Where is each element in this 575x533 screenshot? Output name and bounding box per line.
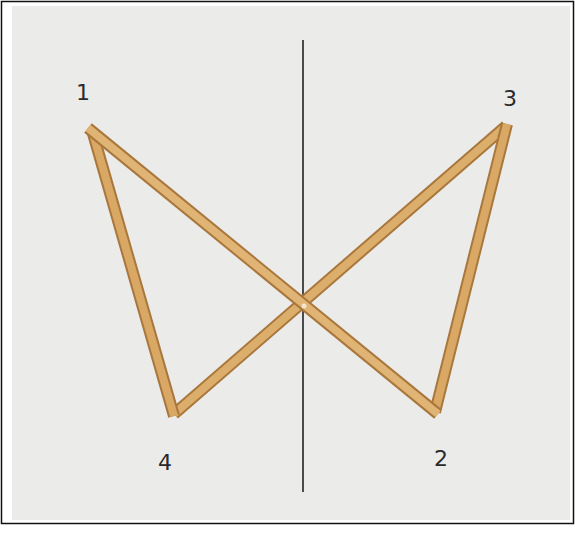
callout-number: 2 bbox=[434, 448, 448, 470]
stick-edge bbox=[92, 130, 174, 416]
callout-number: 3 bbox=[503, 88, 517, 110]
frame bbox=[2, 2, 574, 524]
photo-ground bbox=[12, 6, 570, 520]
stick-edge bbox=[174, 126, 506, 414]
callout-number: 1 bbox=[76, 82, 90, 104]
stick-edge bbox=[435, 124, 507, 412]
stick bbox=[174, 126, 506, 414]
wooden-sticks bbox=[88, 124, 507, 416]
symmetry-axis bbox=[302, 40, 304, 492]
pivot-pin bbox=[302, 304, 307, 309]
stick-edge bbox=[88, 128, 438, 414]
stick bbox=[88, 128, 438, 414]
stick bbox=[92, 130, 174, 416]
callout-number: 4 bbox=[158, 452, 172, 474]
stick bbox=[435, 124, 507, 412]
